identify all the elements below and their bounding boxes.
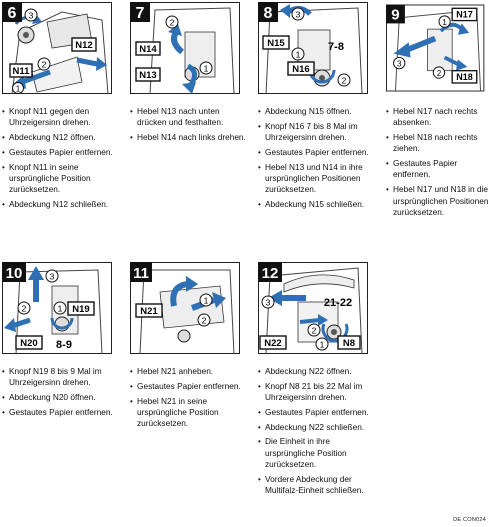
label-n13: N13: [139, 70, 156, 81]
instruction: Hebel N17 und N18 in die ursprünglichen …: [386, 184, 492, 218]
step-7-code-1: 1: [204, 64, 209, 74]
step-10-number: 10: [6, 265, 23, 282]
step-10-instructions: Knopf N19 8 bis 9 Mal im Uhrzeigersinn d…: [2, 366, 120, 422]
instruction: Knopf N8 21 bis 22 Mal im Uhrzeigersinn …: [258, 381, 376, 404]
instruction: Gestautes Papier entfernen.: [386, 158, 492, 181]
step-11-code-2: 2: [202, 316, 207, 326]
step-11-instructions: Hebel N21 anheben. Gestautes Papier entf…: [130, 366, 248, 433]
step-10-code-2: 2: [22, 304, 27, 314]
instruction: Gestautes Papier entfernen.: [258, 147, 376, 159]
step-10-rotation: 8-9: [56, 339, 72, 351]
instruction: Hebel N17 nach rechts absenken.: [386, 106, 492, 129]
label-n14: N14: [139, 44, 157, 55]
instruction: Vordere Abdeckung der Multifalz-Einheit …: [258, 474, 376, 497]
step-8-instructions: Abdeckung N15 öffnen. Knopf N16 7 bis 8 …: [258, 106, 376, 214]
instruction: Gestautes Papier entfernen.: [130, 381, 248, 393]
step-11-illustration: 11 N21 1 2: [130, 262, 240, 354]
instruction: Abdeckung N15 schließen.: [258, 199, 376, 211]
step-7-number: 7: [136, 5, 145, 22]
step-6-illustration: 6 N12 N11 3 2 1: [2, 2, 112, 94]
step-8-rotation: 7-8: [328, 41, 344, 53]
step-6-number: 6: [8, 5, 17, 22]
step-12-rotation: 21-22: [324, 297, 352, 309]
step-12-code-3: 3: [266, 298, 271, 308]
instruction: Abdeckung N12 öffnen.: [2, 132, 120, 144]
instruction: Die Einheit in ihre ursprüngliche Positi…: [258, 436, 376, 470]
instruction: Gestautes Papier entfernen.: [2, 147, 120, 159]
instruction: Hebel N21 in seine ursprüngliche Positio…: [130, 396, 248, 430]
step-12-instructions: Abdeckung N22 öffnen. Knopf N8 21 bis 22…: [258, 366, 376, 500]
label-n16: N16: [292, 64, 309, 75]
instruction: Abdeckung N15 öffnen.: [258, 106, 376, 118]
instruction: Gestautes Papier entfernen.: [2, 407, 120, 419]
step-9-code-1: 1: [442, 18, 447, 27]
step-11-code-1: 1: [204, 296, 209, 306]
label-n22: N22: [264, 338, 281, 349]
label-n15: N15: [267, 38, 285, 49]
step-7-instructions: Hebel N13 nach unten drücken und festhal…: [130, 106, 248, 147]
instruction: Hebel N13 und N14 in ihre ursprünglichen…: [258, 162, 376, 196]
instruction: Knopf N11 gegen den Uhrzeigersinn drehen…: [2, 106, 120, 129]
step-9-number: 9: [391, 7, 399, 24]
instruction: Hebel N14 nach links drehen.: [130, 132, 248, 144]
step-8-number: 8: [264, 5, 273, 22]
label-n11: N11: [13, 66, 31, 77]
step-8-illustration: 8 N15 N16 7-8 3 1 2: [258, 2, 368, 94]
step-10-code-3: 3: [50, 272, 55, 282]
instruction: Abdeckung N22 öffnen.: [258, 366, 376, 378]
step-6-code-1: 1: [16, 85, 21, 94]
instruction: Knopf N16 7 bis 8 Mal im Uhrzeigersinn d…: [258, 121, 376, 144]
instruction: Knopf N11 in seine ursprüngliche Positio…: [2, 162, 120, 196]
step-7-code-2: 2: [170, 18, 175, 28]
label-n8: N8: [343, 338, 355, 349]
label-n12: N12: [75, 40, 92, 51]
step-12-illustration: 12 N22 N8 21-22 3 2 1: [258, 262, 368, 354]
instruction: Gestautes Papier entfernen.: [258, 407, 376, 419]
step-8-code-1: 1: [296, 50, 301, 60]
instruction: Abdeckung N12 schließen.: [2, 199, 120, 211]
step-7-illustration: 7 N14 N13 2 1: [130, 2, 240, 94]
step-9-illustration: 9 N17 N18 1 3 2: [386, 4, 485, 92]
instruction: Abdeckung N20 öffnen.: [2, 392, 120, 404]
step-10-code-1: 1: [58, 304, 63, 314]
step-6-code-3: 3: [29, 11, 34, 21]
step-10-illustration: 10 N19 N20 8-9 3 2 1: [2, 262, 112, 354]
instruction: Hebel N13 nach unten drücken und festhal…: [130, 106, 248, 129]
document-code: DE CON024: [453, 517, 486, 523]
step-8-code-2: 2: [342, 76, 347, 86]
step-11-number: 11: [133, 265, 149, 282]
instruction: Knopf N19 8 bis 9 Mal im Uhrzeigersinn d…: [2, 366, 120, 389]
instruction: Hebel N18 nach rechts ziehen.: [386, 132, 492, 155]
label-n19: N19: [72, 304, 89, 315]
instruction: Hebel N21 anheben.: [130, 366, 248, 378]
instruction: Abdeckung N22 schließen.: [258, 422, 376, 434]
step-12-number: 12: [262, 265, 279, 282]
label-n17: N17: [456, 10, 472, 20]
step-12-code-2: 2: [312, 326, 317, 336]
step-12-code-1: 1: [320, 340, 325, 350]
step-6-code-2: 2: [42, 60, 47, 70]
label-n20: N20: [20, 338, 37, 349]
label-n18: N18: [456, 72, 472, 82]
step-8-code-3: 3: [296, 10, 301, 20]
step-6-instructions: Knopf N11 gegen den Uhrzeigersinn drehen…: [2, 106, 120, 214]
step-9-code-2: 2: [437, 69, 442, 78]
step-9-instructions: Hebel N17 nach rechts absenken. Hebel N1…: [386, 106, 492, 222]
label-n21: N21: [140, 306, 158, 317]
step-9-code-3: 3: [397, 59, 402, 68]
